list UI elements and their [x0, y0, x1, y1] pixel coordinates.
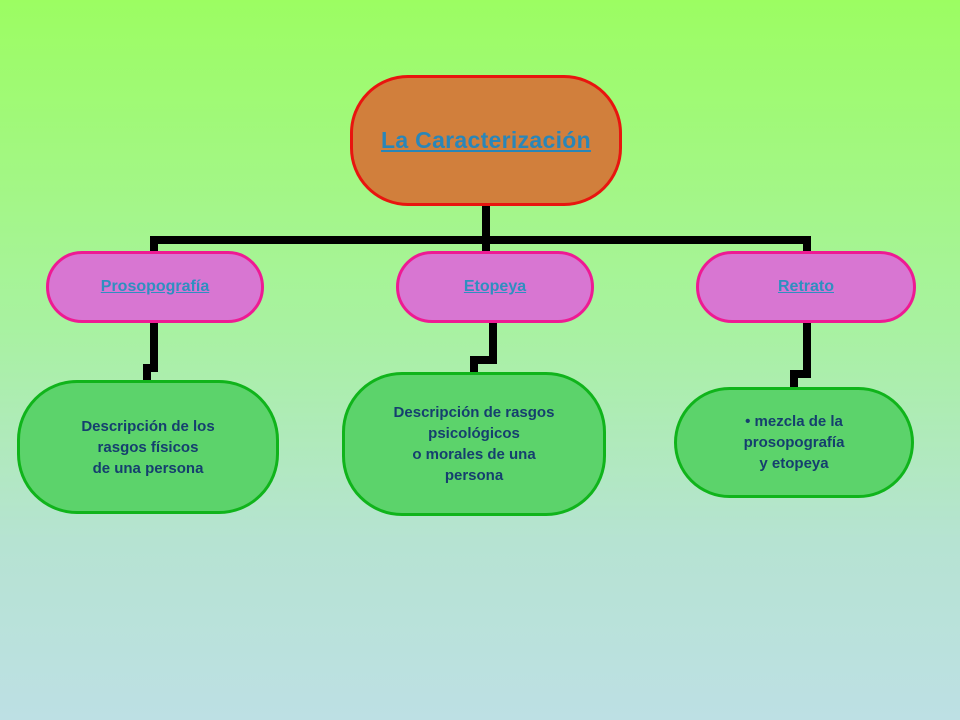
connector-retrato-end: [790, 370, 798, 390]
connector-etopeya-step: [470, 356, 497, 364]
description-text-etopeya: Descripción de rasgos psicológicos o mor…: [393, 404, 555, 484]
root-title-link[interactable]: La Caracterización: [381, 127, 591, 153]
connector-etopeya-vertical: [489, 322, 497, 364]
description-node-retrato: • mezcla de la prosopografía y etopeya: [674, 387, 914, 498]
description-node-prosopografia: Descripción de los rasgos físicos de una…: [17, 380, 279, 514]
connector-prosopografia-end: [143, 364, 151, 383]
category-node-prosopografia: Prosopografía: [46, 251, 264, 323]
connector-root-stem: [482, 205, 490, 238]
connector-drop-etopeya: [482, 236, 490, 254]
category-link-etopeya[interactable]: Etopeya: [463, 278, 527, 295]
category-node-etopeya: Etopeya: [396, 251, 594, 323]
root-node: La Caracterización: [350, 75, 622, 206]
connector-drop-retrato: [803, 236, 811, 254]
connector-etopeya-end: [470, 356, 478, 376]
category-link-prosopografia[interactable]: Prosopografía: [100, 278, 210, 295]
description-text-prosopografia: Descripción de los rasgos físicos de una…: [81, 417, 215, 477]
connector-prosopografia-vertical: [150, 322, 158, 370]
connector-horizontal-bar: [150, 236, 811, 244]
connector-retrato-vertical: [803, 322, 811, 376]
connector-retrato-step: [790, 370, 811, 378]
connector-drop-prosopografia: [150, 236, 158, 254]
category-link-retrato[interactable]: Retrato: [777, 278, 834, 295]
description-node-etopeya: Descripción de rasgos psicológicos o mor…: [342, 372, 606, 516]
description-text-retrato: • mezcla de la prosopografía y etopeya: [743, 413, 845, 472]
category-node-retrato: Retrato: [696, 251, 916, 323]
